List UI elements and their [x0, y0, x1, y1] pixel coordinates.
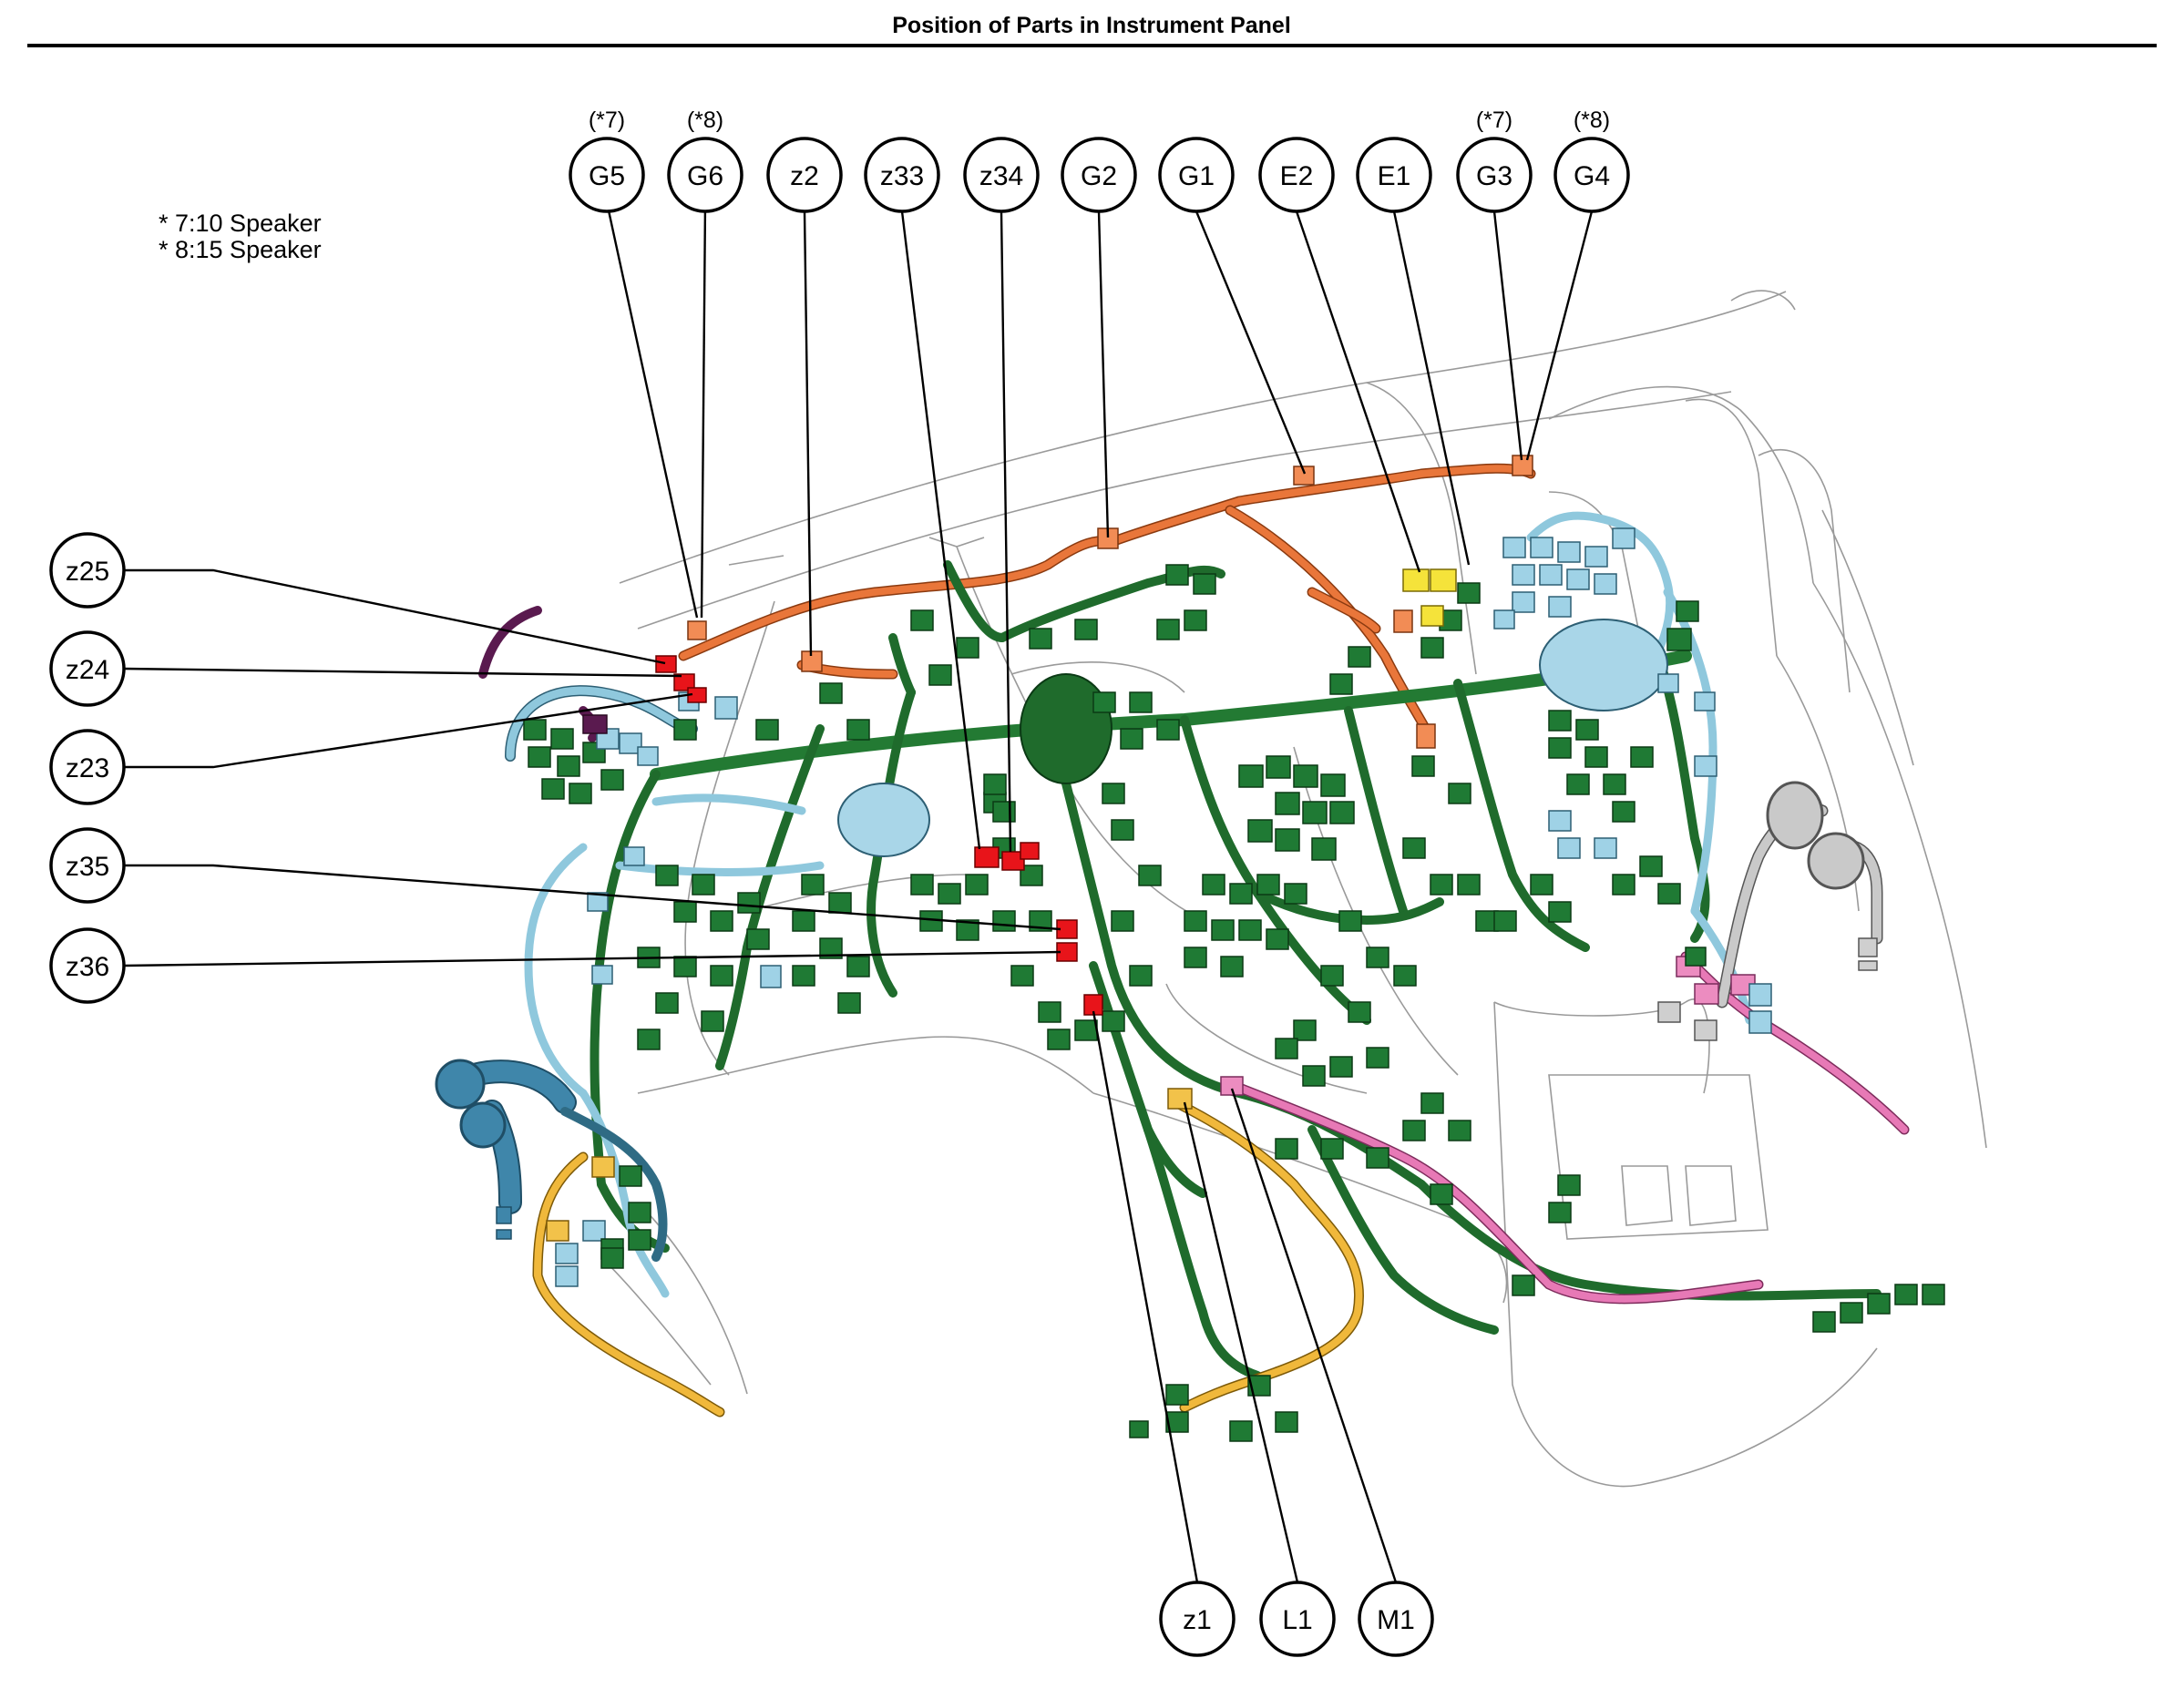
callout-z24: z24: [49, 630, 682, 707]
leader-G3: [1492, 210, 1523, 461]
callout-z33: z33: [864, 137, 981, 850]
callout-E2: E2: [1258, 137, 1421, 573]
callout-M1: M1: [1230, 1088, 1434, 1657]
callout-label: z23: [66, 753, 109, 783]
callout-label: z1: [1183, 1605, 1212, 1635]
callout-G5: G5 (*7): [569, 107, 699, 619]
callout-label: z36: [66, 952, 109, 982]
leader-z25: [124, 568, 666, 665]
callout-label: G4: [1574, 161, 1610, 191]
callout-z2: z2: [766, 137, 843, 657]
callout-label: z34: [979, 161, 1023, 191]
leader-E2: [1295, 210, 1421, 573]
callout-label: L1: [1282, 1605, 1312, 1635]
leader-G5: [605, 201, 699, 619]
leader-z34: [1000, 210, 1012, 853]
page-title: Position of Parts in Instrument Panel: [892, 13, 1291, 38]
leader-z1: [1092, 1010, 1199, 1583]
callout-label: E2: [1280, 161, 1314, 191]
connector-blocks: [496, 455, 1945, 1442]
leader-G2: [1097, 210, 1110, 538]
leader-z33: [900, 210, 981, 850]
leader-E1: [1392, 210, 1471, 566]
callout-label: z35: [66, 852, 109, 882]
callout-z34: z34: [963, 137, 1040, 853]
callout-z36: z36: [49, 927, 1061, 1004]
leader-z2: [803, 210, 813, 657]
callout-label: z33: [880, 161, 924, 191]
callout-label: G1: [1178, 161, 1215, 191]
callout-label: M1: [1377, 1605, 1415, 1635]
leader-G4: [1525, 210, 1594, 461]
callout-L1: L1: [1183, 1101, 1336, 1657]
callout-variant-note: (*7): [1476, 107, 1512, 133]
callout-label: E1: [1378, 161, 1411, 191]
leader-L1: [1183, 1101, 1299, 1583]
leader-G6: [700, 201, 707, 619]
callout-variant-note: (*8): [1574, 107, 1610, 133]
leader-z36: [123, 950, 1061, 967]
callout-label: G6: [687, 161, 723, 191]
callout-z1: z1: [1092, 1010, 1236, 1657]
callout-label: z25: [66, 557, 109, 587]
callout-variant-note: (*7): [589, 107, 625, 133]
callout-G6: G6 (*8): [667, 107, 743, 619]
speaker-note-8: * 8:15 Speaker: [159, 236, 322, 263]
callout-G4: G4 (*8): [1525, 107, 1630, 461]
callout-G3: G3 (*7): [1456, 107, 1533, 461]
callouts: G5 (*7) G6 (*8) z2 z33 z34 G2: [49, 107, 1630, 1657]
callout-label: G5: [589, 161, 625, 191]
leader-G1: [1195, 210, 1307, 475]
callout-z25: z25: [49, 532, 666, 665]
callout-z35: z35: [49, 827, 1061, 931]
callout-label: z24: [66, 655, 109, 685]
callout-G1: G1: [1158, 137, 1307, 475]
callout-label: G3: [1476, 161, 1512, 191]
callout-G2: G2: [1061, 137, 1137, 538]
leader-z24: [123, 667, 682, 678]
callout-E1: E1: [1356, 137, 1471, 566]
callout-label: z2: [790, 161, 819, 191]
leader-M1: [1230, 1088, 1398, 1583]
callout-label: G2: [1081, 161, 1117, 191]
callout-z23: z23: [49, 692, 693, 805]
leader-z35: [124, 864, 1061, 931]
callout-variant-note: (*8): [687, 107, 723, 133]
speaker-note-7: * 7:10 Speaker: [159, 210, 322, 237]
leader-z23: [124, 692, 693, 769]
